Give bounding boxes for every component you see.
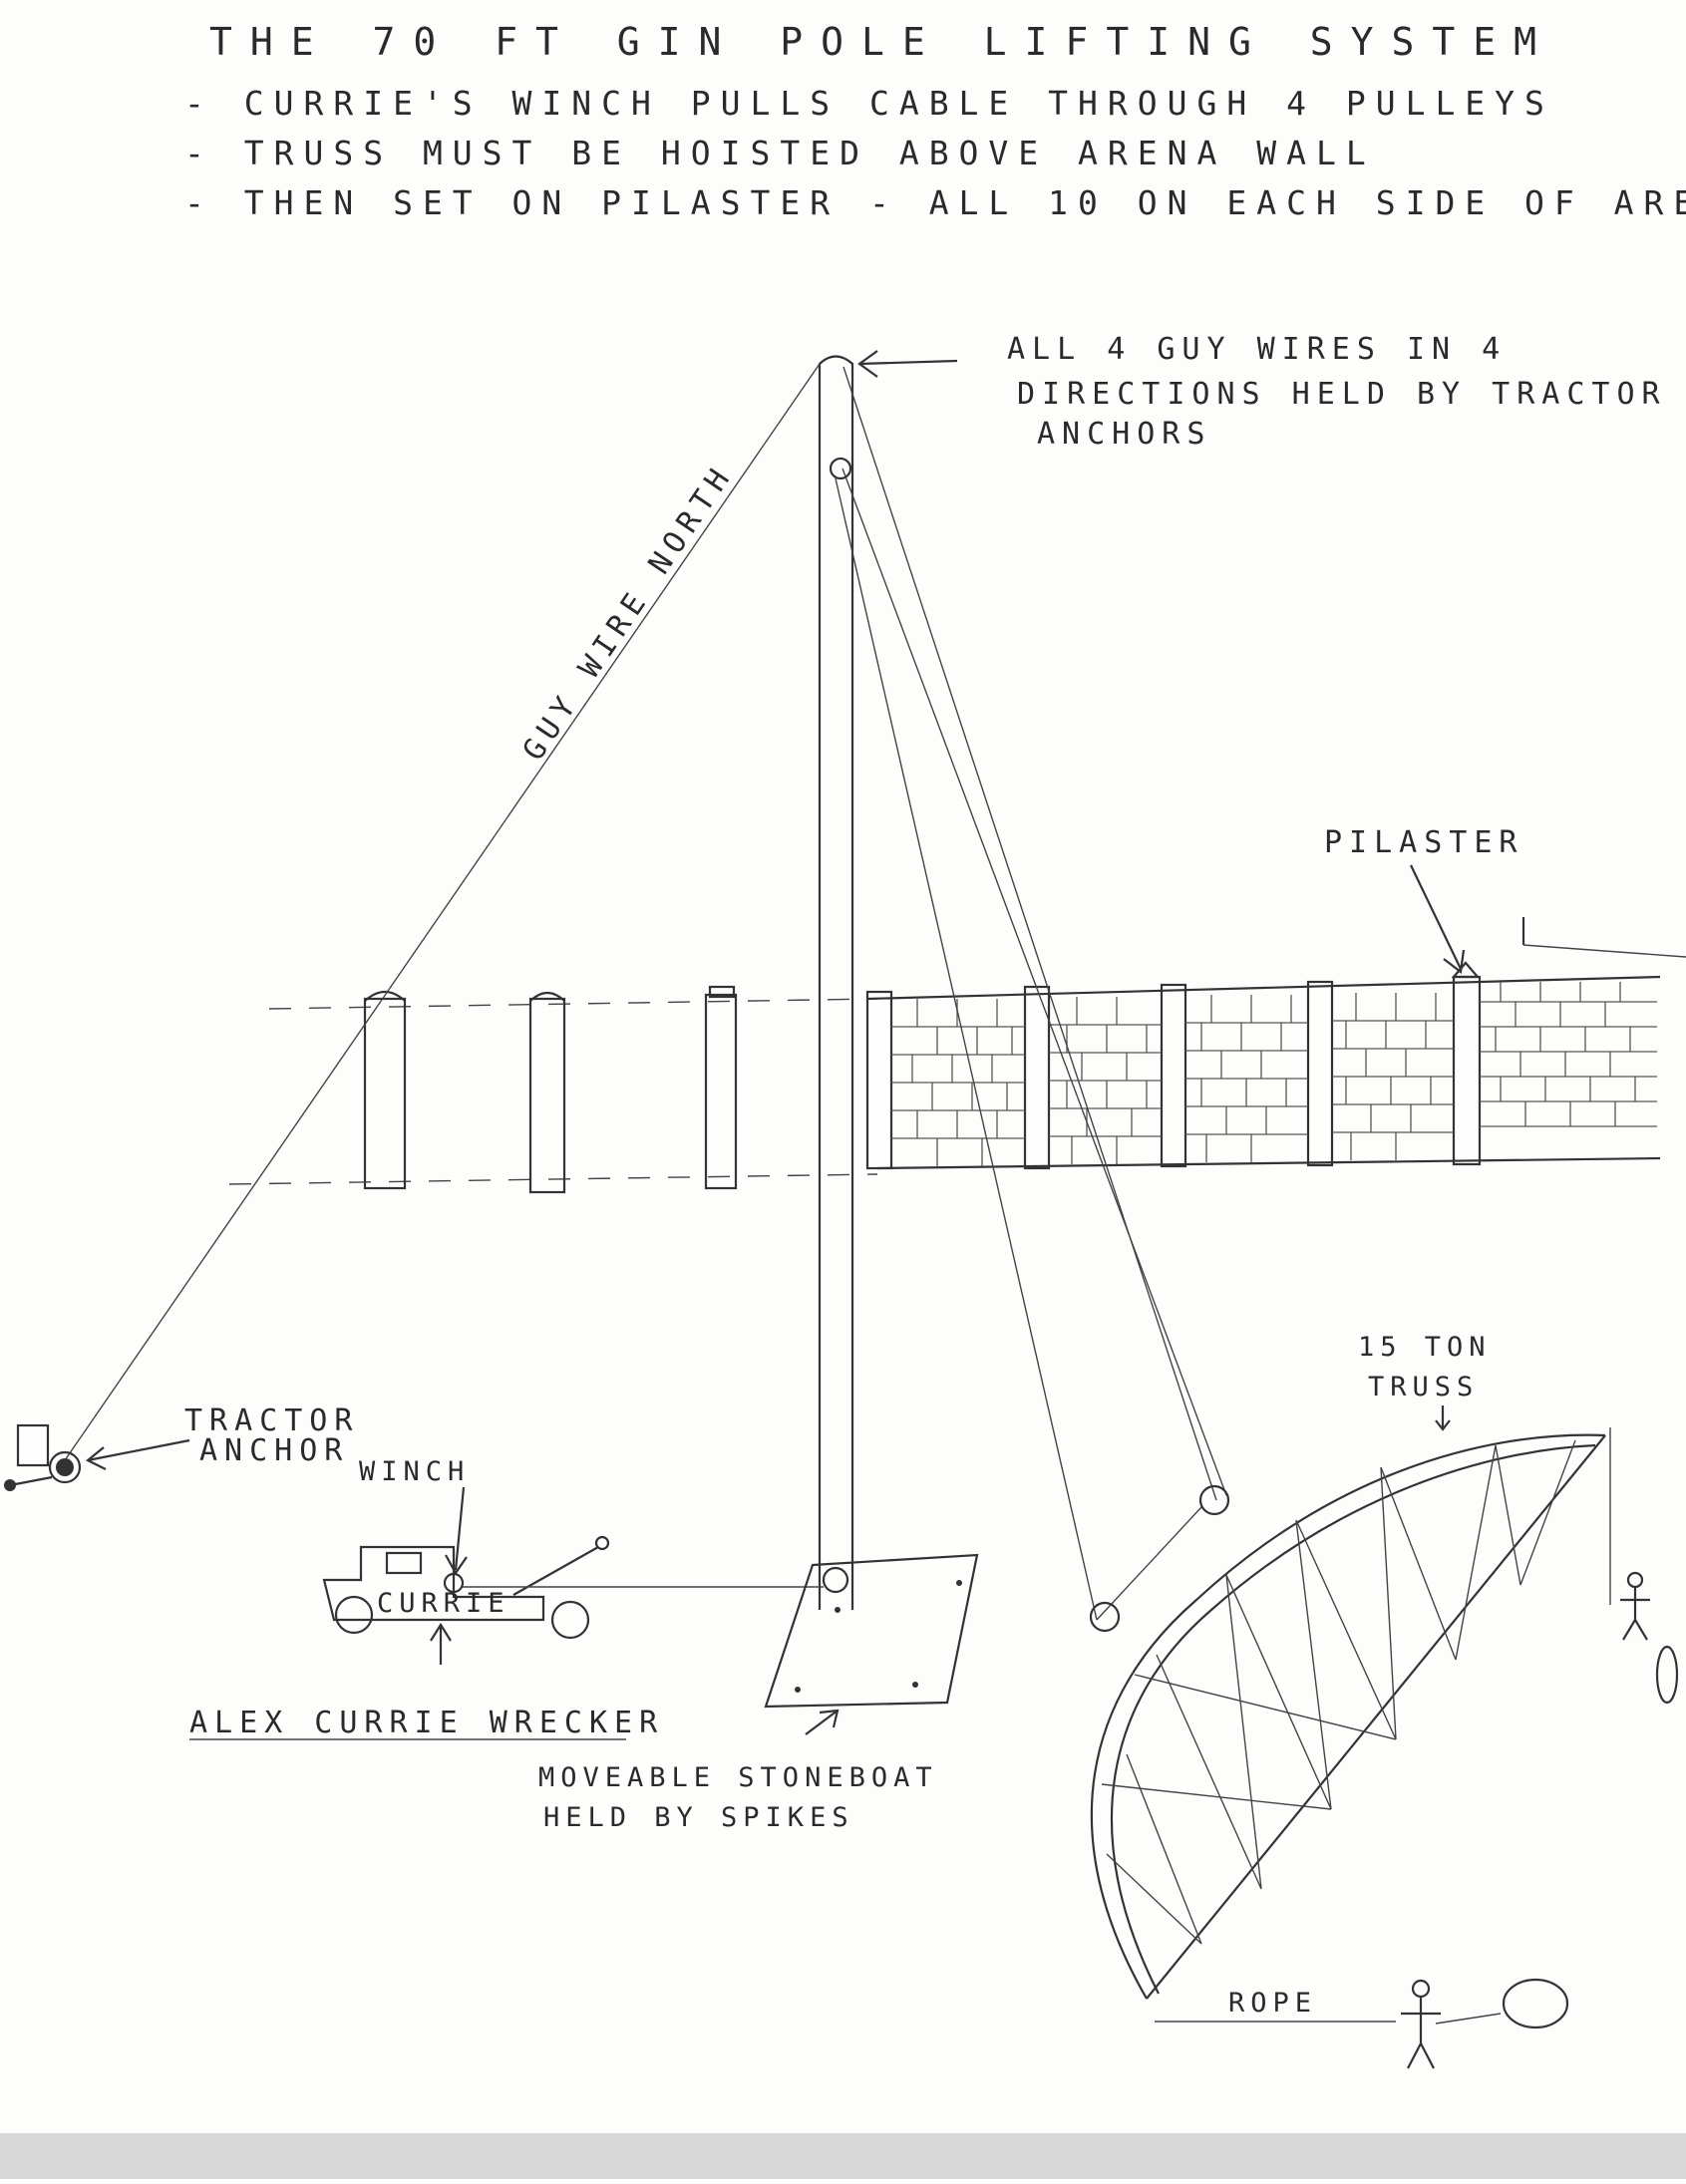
guy-wire-north	[64, 363, 821, 1461]
truss-arrow	[1435, 1405, 1451, 1431]
winch-drum	[443, 1572, 465, 1594]
upper-dashed-line	[268, 998, 878, 1010]
guy-wire-north-label: GUY WIRE NORTH	[516, 458, 741, 767]
guy-wires-note-line-2: DIRECTIONS HELD BY TRACTOR	[1017, 377, 1667, 412]
pole-pulley-top	[829, 457, 852, 480]
edge-line	[1522, 944, 1686, 958]
pilaster-label: PILASTER	[1324, 825, 1524, 860]
guy-wires-note-line-3: ANCHORS	[1037, 417, 1211, 452]
currie-door-label: CURRIE	[377, 1588, 510, 1619]
gin-pole	[818, 355, 854, 1610]
lower-dashed-line	[228, 1173, 878, 1185]
worker-bottom	[1401, 1978, 1569, 2069]
wall-pilasters	[865, 975, 1482, 1170]
worker-right	[1620, 1571, 1679, 1705]
tractor-anchor-label-2: ANCHOR	[199, 1433, 349, 1468]
rope-label: ROPE	[1228, 1988, 1317, 2019]
scan-bottom-edge	[0, 2133, 1686, 2179]
pole-pulley-bottom	[822, 1566, 849, 1594]
winch-label: WINCH	[359, 1456, 470, 1487]
wall-bricks	[891, 982, 1657, 1166]
note-1: - CURRIE'S WINCH PULLS CABLE THROUGH 4 P…	[184, 84, 1554, 123]
truss-pulley-1	[1198, 1484, 1230, 1516]
wrecker-label: ALEX CURRIE WRECKER	[189, 1706, 664, 1740]
guy-wires-note-line-1: ALL 4 GUY WIRES IN 4	[1007, 332, 1507, 367]
note-3: - THEN SET ON PILASTER - ALL 10 ON EACH …	[184, 183, 1686, 222]
freestanding-posts	[363, 985, 738, 1194]
tractor-anchor	[4, 1423, 82, 1491]
pilaster-arrow	[1410, 864, 1481, 979]
truss-label-1: 15 TON	[1358, 1332, 1492, 1363]
tractor-anchor-label-1: TRACTOR	[184, 1404, 359, 1438]
tractor-anchor-arrow	[85, 1438, 190, 1470]
arena-brick-wall	[865, 975, 1661, 1170]
pole-top-arrow	[857, 350, 958, 378]
truss	[1089, 1427, 1611, 2000]
truss-label-2: TRUSS	[1368, 1372, 1479, 1403]
diagram-title: THE 70 FT GIN POLE LIFTING SYSTEM	[209, 20, 1554, 64]
stoneboat-arrow	[805, 1709, 840, 1735]
note-2: - TRUSS MUST BE HOISTED ABOVE ARENA WALL	[184, 134, 1376, 172]
stoneboat	[764, 1553, 979, 1709]
truss-pulley-2	[1089, 1601, 1121, 1633]
hoist-cables	[835, 366, 1227, 1621]
stoneboat-label-1: MOVEABLE STONEBOAT	[538, 1762, 938, 1793]
wrecker-arrow	[430, 1622, 452, 1665]
stoneboat-label-2: HELD BY SPIKES	[543, 1802, 854, 1833]
winch-arrow	[445, 1486, 468, 1576]
